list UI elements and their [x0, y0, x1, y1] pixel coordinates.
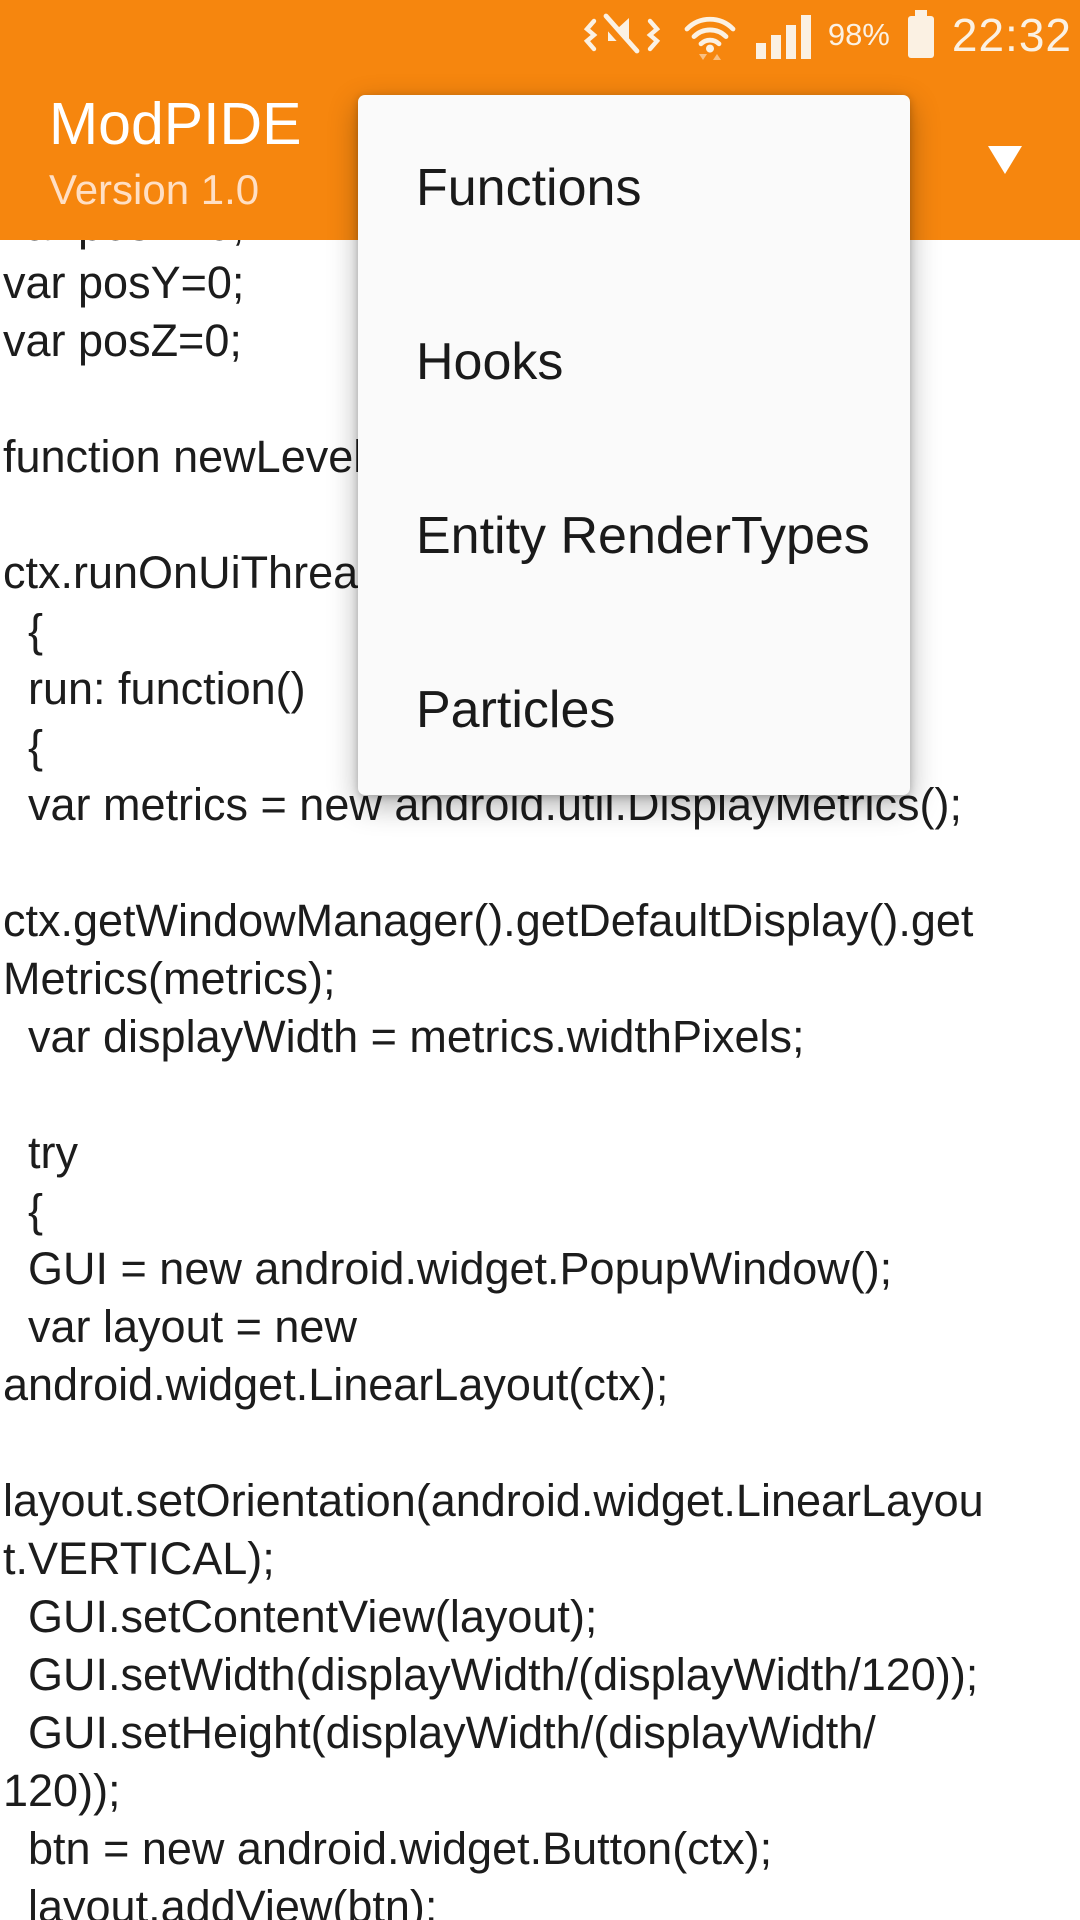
code-line: ctx.getWindowManager().getDefaultDisplay…	[3, 895, 974, 946]
code-line	[3, 1066, 1080, 1124]
menu-item[interactable]: Particles	[416, 681, 616, 739]
battery-icon	[906, 10, 936, 60]
menu-item[interactable]: Entity RenderTypes	[416, 507, 870, 565]
code-line: var layout = new	[3, 1301, 357, 1352]
code-line: function newLevel()	[3, 431, 394, 482]
code-line: GUI = new android.widget.PopupWindow();	[3, 1243, 893, 1294]
title-block: ModPIDE Version 1.0	[49, 91, 302, 214]
code-line: GUI.setWidth(displayWidth/(displayWidth/…	[3, 1649, 979, 1700]
code-editor[interactable]: var posX=0;var posY=0;var posZ=0;functio…	[3, 196, 1080, 1920]
code-line: try	[3, 1127, 78, 1178]
code-line: {	[3, 1185, 44, 1236]
page-title: ModPIDE	[49, 91, 302, 157]
app-version-label: Version 1.0	[49, 165, 260, 213]
code-line: {	[3, 721, 44, 772]
code-line: var displayWidth = metrics.widthPixels;	[3, 1011, 805, 1062]
code-line: GUI.setContentView(layout);	[3, 1591, 598, 1642]
battery-percent-label: 98%	[827, 17, 890, 52]
code-line: btn = new android.widget.Button(ctx);	[3, 1823, 773, 1874]
code-line: 120));	[3, 1765, 121, 1816]
code-line: var posY=0;	[3, 257, 245, 308]
code-line: layout.setOrientation(android.widget.Lin…	[3, 1475, 984, 1526]
code-line	[3, 834, 1080, 892]
signal-strength-icon	[755, 11, 812, 59]
code-line: var posZ=0;	[3, 315, 242, 366]
vibrate-mute-icon	[580, 11, 664, 59]
code-line: {	[3, 605, 44, 656]
code-line: Metrics(metrics);	[3, 953, 336, 1004]
code-line: layout.addView(btn);	[3, 1881, 438, 1920]
code-line: run: function()	[3, 663, 306, 714]
status-bar: 98% 22:32	[580, 4, 1072, 66]
menu-item[interactable]: Hooks	[416, 333, 564, 391]
clock-label: 22:32	[951, 9, 1072, 61]
code-line: android.widget.LinearLayout(ctx);	[3, 1359, 669, 1410]
code-line	[3, 1414, 1080, 1472]
spinner-dropdown-arrow-icon[interactable]	[988, 146, 1022, 174]
code-line: GUI.setHeight(displayWidth/(displayWidth…	[3, 1707, 876, 1758]
code-line: t.VERTICAL);	[3, 1533, 275, 1584]
menu-item[interactable]: Functions	[416, 159, 642, 217]
wifi-icon	[680, 7, 740, 63]
